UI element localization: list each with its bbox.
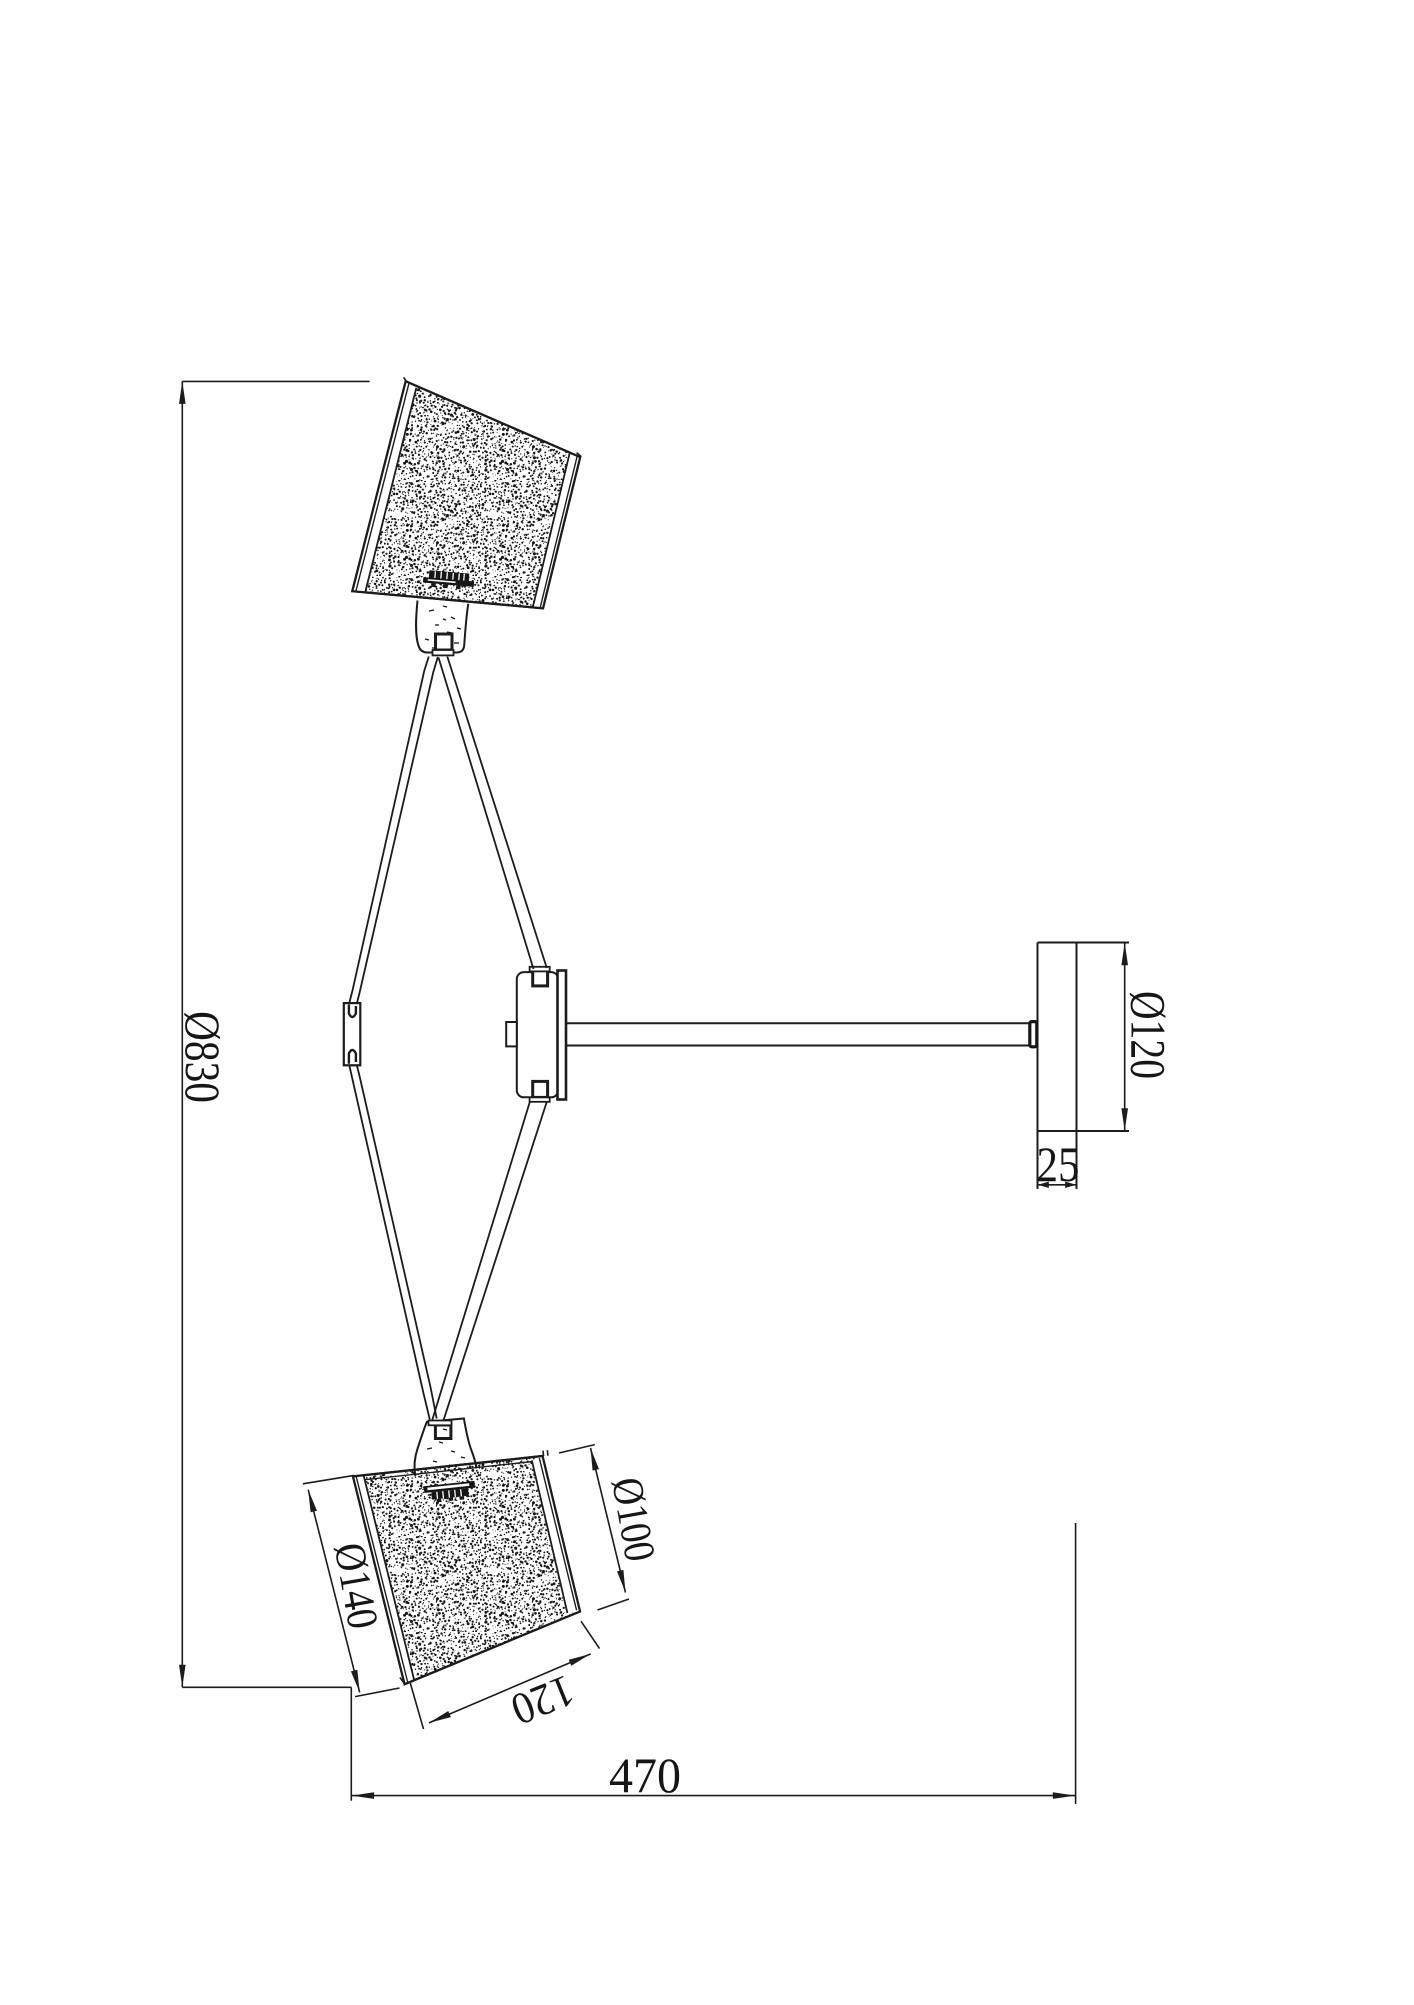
svg-text:25: 25	[1037, 1136, 1080, 1192]
svg-text:Ø120: Ø120	[1121, 991, 1177, 1079]
svg-text:470: 470	[609, 1747, 681, 1803]
svg-text:Ø830: Ø830	[175, 1011, 231, 1103]
